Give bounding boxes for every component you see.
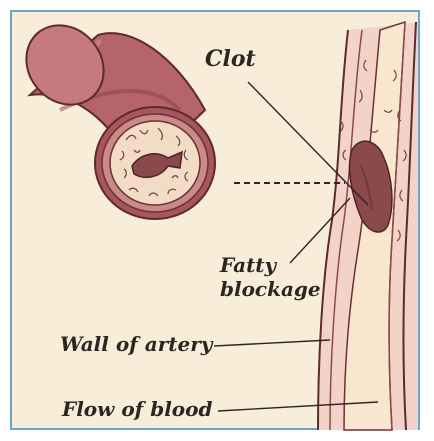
fatty-blockage-label-line2: blockage (220, 277, 321, 301)
artery-longitudinal-icon (318, 22, 418, 430)
wall-pointer-line (214, 340, 330, 346)
artery-cross-section-icon (10, 10, 215, 219)
fatty-blockage-label-line1: Fatty (220, 253, 321, 277)
wall-of-artery-label: Wall of artery (60, 332, 212, 356)
flow-of-blood-label: Flow of blood (62, 397, 212, 421)
fatty-blockage-label: Fatty blockage (220, 253, 321, 301)
clot-label: Clot (205, 46, 256, 72)
